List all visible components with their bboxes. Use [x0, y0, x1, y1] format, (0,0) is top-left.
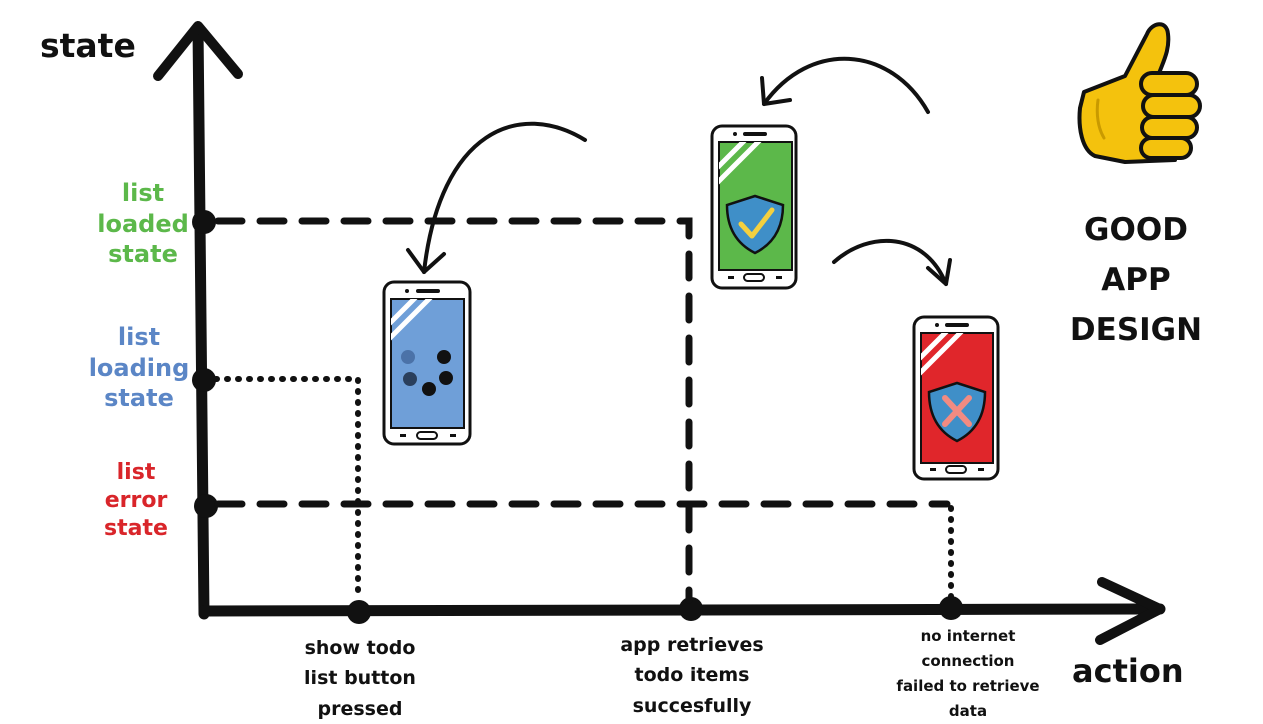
good-app-design-title: GOOD APP DESIGN	[1070, 205, 1202, 356]
state-label-loading: list loading state	[89, 322, 190, 414]
action-label-retrieve-line-2: todo items	[634, 664, 750, 687]
state-label-loaded-line-2: loaded	[97, 209, 189, 238]
x-axis-arrowhead	[1095, 577, 1165, 645]
state-label-loading-line-3: state	[104, 384, 174, 413]
arrow-to-error-phone	[832, 238, 952, 286]
state-label-loaded: list loaded state	[97, 178, 189, 270]
phone-success-icon	[710, 124, 798, 290]
phone-loading-icon	[382, 280, 472, 446]
state-label-error: list error state	[104, 459, 168, 543]
action-label-no-internet-line-1: no internet	[920, 627, 1016, 645]
title-line-1: GOOD	[1084, 212, 1188, 248]
state-dots	[192, 210, 218, 518]
axes	[153, 21, 1166, 645]
state-label-loaded-line-1: list	[121, 179, 165, 207]
arrow-to-success-phone	[760, 56, 930, 114]
state-label-error-line-3: state	[104, 516, 168, 542]
state-label-loaded-line-3: state	[108, 240, 178, 269]
state-label-error-line-1: list	[116, 460, 156, 485]
action-dot-no-internet	[939, 596, 963, 620]
action-label-no-internet-line-2: connection	[921, 652, 1015, 671]
thumbs-up-icon	[1077, 22, 1202, 164]
action-label-retrieve: app retrieves todo items succesfully	[620, 630, 763, 721]
action-label-no-internet: no internet connection failed to retriev…	[896, 624, 1039, 724]
action-label-show-todo-line-3: pressed	[317, 697, 403, 720]
y-axis-arrowhead	[153, 21, 243, 81]
action-dots	[347, 596, 963, 624]
action-label-show-todo: show todo list button pressed	[304, 633, 416, 724]
state-dot-loaded	[192, 210, 216, 234]
guide-lines	[213, 217, 954, 604]
state-dot-loading	[192, 368, 216, 392]
action-label-show-todo-line-1: show todo	[304, 637, 416, 659]
title-line-2: APP	[1101, 262, 1171, 299]
action-label-no-internet-line-3: failed to retrieve	[896, 677, 1040, 696]
phone-error-icon	[912, 315, 1000, 481]
state-dot-error	[194, 494, 218, 518]
arrow-to-loading-phone	[406, 121, 587, 274]
transition-arrows	[406, 56, 952, 286]
action-label-retrieve-line-3: succesfully	[632, 694, 752, 717]
loading-guide-dotted	[213, 376, 361, 603]
x-axis-title: action	[1072, 652, 1184, 690]
loaded-guide-dashed	[214, 217, 693, 604]
y-axis-line	[192, 22, 210, 620]
action-label-retrieve-line-1: app retrieves	[620, 634, 764, 656]
state-label-error-line-2: error	[104, 488, 168, 514]
y-axis-title: state	[40, 26, 136, 65]
action-dot-retrieve	[679, 597, 703, 621]
state-label-loading-line-2: loading	[88, 353, 190, 382]
action-label-show-todo-line-2: list button	[304, 667, 416, 690]
title-line-3: DESIGN	[1069, 312, 1203, 349]
action-dot-show-todo	[347, 600, 371, 624]
state-label-loading-line-1: list	[117, 323, 161, 351]
